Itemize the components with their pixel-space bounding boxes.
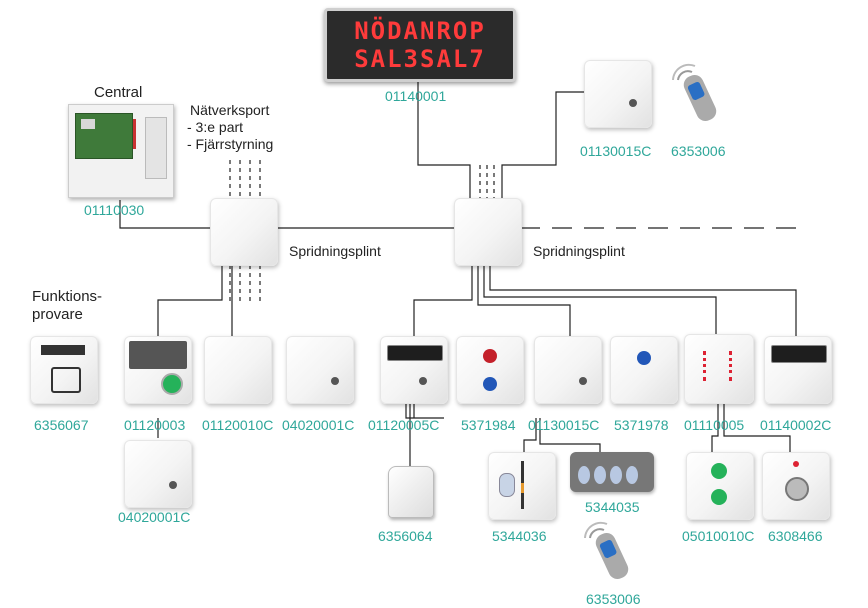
device-01120003 — [124, 336, 192, 404]
led-sign-line2: SAL3SAL7 — [354, 45, 486, 73]
row-code-5: 01130015C — [528, 417, 600, 433]
lower-panel: 5344036 — [492, 528, 547, 544]
device-01130015C — [534, 336, 602, 404]
keypad-key — [578, 466, 590, 484]
sign-code: 01140001 — [385, 88, 447, 104]
blue-lamp — [637, 351, 651, 365]
row-code-4: 5371984 — [461, 417, 516, 433]
keypad-key — [626, 466, 638, 484]
network-line2: - Fjärrstyrning — [187, 136, 274, 152]
function-tester-line1: Funktions- — [32, 288, 103, 305]
lower-under-first: 04020001C — [118, 509, 191, 525]
splitter-right-label: Spridningsplint — [533, 243, 625, 259]
function-tester-code: 6356067 — [34, 417, 89, 433]
status-leds-left — [703, 351, 710, 381]
device-5371978 — [610, 336, 678, 404]
green-button-top — [711, 463, 727, 479]
device-display — [129, 341, 187, 369]
key-switch-led — [793, 461, 799, 467]
indicator-dot — [579, 377, 587, 385]
central-code: 01110030 — [84, 202, 145, 218]
device-01110005 — [684, 334, 754, 404]
splitter-left-label: Spridningsplint — [289, 243, 381, 259]
panel-slider-marker — [521, 483, 524, 493]
keypad-key — [610, 466, 622, 484]
row-code-3: 01120005C — [368, 417, 440, 433]
device-01140002C — [764, 336, 832, 404]
led-sign-line1: NÖDANROP — [354, 17, 486, 45]
device-lcd — [387, 345, 443, 361]
blue-lamp — [483, 377, 497, 391]
remote-icon — [672, 63, 717, 122]
indicator-dot — [629, 99, 637, 107]
row-code-6: 5371978 — [614, 417, 669, 433]
central-unit — [68, 104, 174, 198]
device-04020001C-lower — [124, 440, 192, 508]
indicator-dot — [169, 481, 177, 489]
function-tester — [30, 336, 98, 404]
device-01120005C — [380, 336, 448, 404]
row-code-0: 01120003 — [124, 417, 186, 433]
panel-indicator — [499, 473, 515, 497]
green-button-bottom — [711, 489, 727, 505]
device-04020001C — [286, 336, 354, 404]
led-sign: NÖDANROP SAL3SAL7 — [324, 8, 516, 82]
network-title: Nätverksport — [190, 102, 270, 118]
lower-plug: 6356064 — [378, 528, 433, 544]
row-code-2: 04020001C — [282, 417, 355, 433]
keypad-key — [594, 466, 606, 484]
top-right-unit-code: 01130015C — [580, 143, 652, 159]
status-leds-right — [729, 351, 736, 381]
green-button — [161, 373, 183, 395]
splitter-right — [454, 198, 522, 266]
lower-remote: 6353006 — [586, 591, 641, 607]
key-cylinder — [785, 477, 809, 501]
tester-socket — [51, 367, 81, 393]
key-switch-6308466 — [762, 452, 830, 520]
lower-key-switch: 6308466 — [768, 528, 823, 544]
tester-display — [41, 345, 85, 355]
network-line1: - 3:e part — [187, 119, 244, 135]
row-code-7: 01110005 — [684, 417, 745, 433]
indicator-dot — [331, 377, 339, 385]
keypad-5344035 — [570, 452, 654, 492]
function-tester-line2: provare — [32, 306, 83, 323]
row-code-8: 01140002C — [760, 417, 832, 433]
row-code-1: 01120010C — [202, 417, 274, 433]
device-01120010C — [204, 336, 272, 404]
power-module — [145, 117, 167, 179]
circuit-board-detail — [81, 119, 95, 129]
top-right-remote-code: 6353006 — [671, 143, 726, 159]
central-title: Central — [94, 84, 143, 101]
red-lamp — [483, 349, 497, 363]
green-panel-05010010C — [686, 452, 754, 520]
plug-device — [388, 466, 434, 518]
device-5371984 — [456, 336, 524, 404]
cable-red — [133, 119, 136, 149]
lower-keypad: 5344035 — [585, 499, 640, 515]
device-lcd — [771, 345, 827, 363]
remote-icon-lower — [584, 521, 629, 580]
top-right-unit — [584, 60, 652, 128]
indicator-dot — [419, 377, 427, 385]
lower-green-panel: 05010010C — [682, 528, 755, 544]
panel-5344036 — [488, 452, 556, 520]
splitter-left — [210, 198, 278, 266]
